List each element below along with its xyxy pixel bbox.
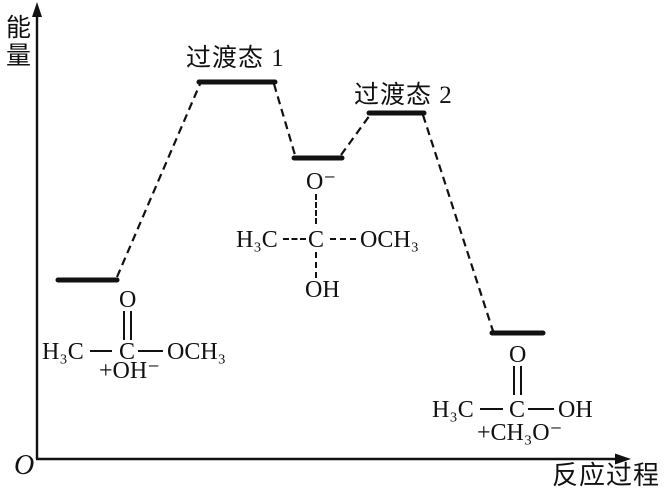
intermediate-left-group: H₃C	[236, 227, 278, 253]
product-carbonyl-o: O	[509, 342, 527, 368]
reactant-left-group: H₃C	[42, 339, 84, 365]
y-axis-label-char-2: 量	[6, 42, 33, 70]
intermediate-bottom-group: OH	[305, 277, 340, 303]
product-bond-right	[528, 408, 554, 410]
product-double-bond-line-2	[520, 366, 522, 395]
reactant-carbonyl-o: O	[119, 287, 137, 313]
product-center-atom: C	[509, 397, 526, 423]
product-left-group: H₃C	[432, 397, 474, 423]
intermediate-bond-left	[283, 238, 306, 240]
connector-ts2-to-product	[421, 114, 495, 332]
connector-reactant-to-ts1	[115, 83, 202, 278]
x-axis-label: 反应过程	[552, 461, 661, 490]
product-double-bond-line-1	[513, 366, 515, 395]
reactant-double-bond-line-2	[130, 311, 132, 340]
reactant-right-group: OCH₃	[167, 339, 227, 365]
origin-label: O	[14, 450, 35, 481]
ts2-label: 过渡态 2	[354, 82, 453, 109]
reactant-double-bond-line-1	[123, 311, 125, 340]
product-right-group: OH	[558, 397, 593, 423]
intermediate-top-group: O⁻	[306, 169, 336, 195]
y-axis-label-char-1: 能	[6, 15, 33, 42]
y-axis-arrowhead-icon	[32, 2, 42, 17]
intermediate-right-group: OCH₃	[360, 227, 420, 253]
product-bond-left	[480, 408, 503, 410]
x-axis-arrowhead-icon	[615, 453, 631, 465]
reactant-companion-ion: +OH⁻	[99, 358, 160, 384]
reactant-bond-right	[138, 350, 163, 352]
connector-intermediate-to-ts2	[340, 114, 371, 156]
intermediate-bond-right	[330, 238, 356, 240]
ts1-label: 过渡态 1	[186, 45, 285, 72]
product-companion-ion: +CH₃O⁻	[477, 420, 563, 446]
intermediate-bond-top	[315, 194, 317, 224]
intermediate-center-atom: C	[308, 227, 325, 253]
intermediate-bond-bottom	[315, 252, 317, 278]
y-axis-label: 能 量	[6, 15, 32, 70]
reactant-center-atom: C	[119, 339, 136, 365]
connector-ts1-to-intermediate	[272, 83, 297, 156]
reactant-bond-left	[90, 350, 112, 352]
